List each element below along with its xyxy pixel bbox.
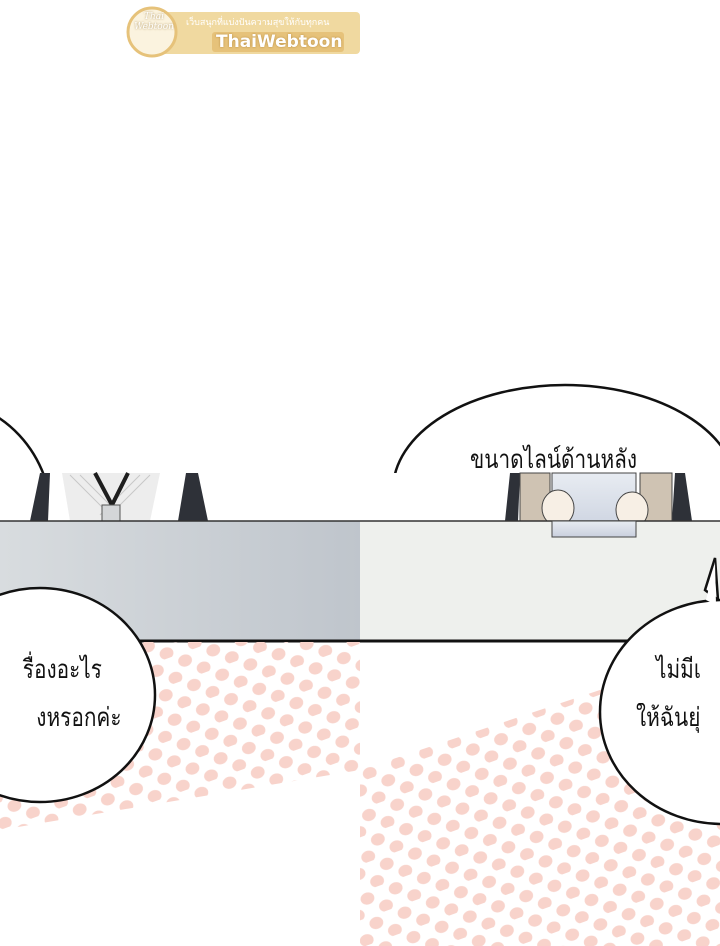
bubble-text-bottom-left-line2: งหรอกค่ะ xyxy=(36,703,122,733)
bubble-text-bottom-right-line1: ไม่มีเ xyxy=(656,655,701,685)
bubble-text-bottom-right-line2: ให้ฉันยุ่ xyxy=(636,703,701,733)
watermark-logo: Thai Webtoon xyxy=(134,12,174,32)
watermark-banner: Thai Webtoon เว็บสนุกที่แบ่งปันความสุขให… xyxy=(116,6,360,58)
speech-bubble-bottom-right xyxy=(598,557,720,826)
speech-bubble-bottom-left xyxy=(0,586,157,804)
character-left xyxy=(30,472,208,522)
watermark-title: ThaiWebtoon xyxy=(216,32,343,52)
watermark-tagline: เว็บสนุกที่แบ่งปันความสุขให้กับทุกคน xyxy=(186,18,330,28)
bubble-text-top-right: ขนาดไลน์ด้านหลัง xyxy=(470,445,638,475)
bubble-text-bottom-left-line1: รื่องอะไร xyxy=(22,655,102,685)
watermark-shape xyxy=(126,6,360,58)
character-right xyxy=(505,472,692,538)
